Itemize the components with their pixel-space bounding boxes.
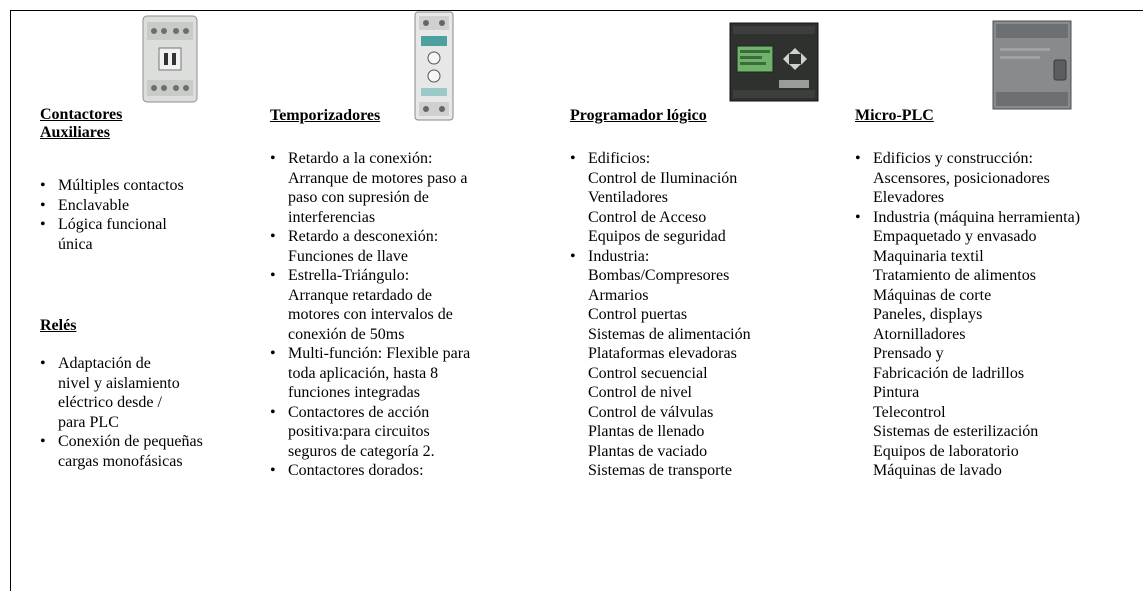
list-item: Fabricación de ladrillos [873,364,1025,382]
list-item: Multi-función: Flexible para [270,344,470,364]
heading-contactores: Contactores Auxiliares [40,106,122,142]
list-item: Sistemas de alimentación [588,325,751,343]
list-item: Tratamiento de alimentos [873,267,1036,284]
list-item: Plantas de llenado [588,423,705,440]
list-item: Sistemas de esterilización [873,423,1039,440]
list-micro-plc: Edificios y construcción: Ascensores, po… [855,149,1080,481]
list-item: toda aplicación, hasta 8 [288,364,439,382]
list-item: Arranque retardado de [288,286,432,304]
list-item: conexión de 50ms [288,325,405,343]
list-item: única [58,235,93,253]
list-item: Máquinas de corte [873,286,992,304]
list-item: positiva:para circuitos [288,423,430,440]
list-item: Enclavable [40,196,184,216]
list-item: interferencias [288,208,376,226]
heading-reles: Relés [40,317,77,334]
list-item: Elevadores [873,189,945,206]
heading-temporizadores: Temporizadores [270,107,381,124]
logic-module-icon [729,22,819,102]
list-item: Sistemas de transporte [588,462,732,479]
list-item: Contactores dorados: [270,461,470,481]
list-item: nivel y aislamiento [58,374,180,392]
list-item: Conexión de pequeñas [40,432,203,452]
list-item: paso con supresión de [288,189,429,206]
list-item: Control de Acceso [588,208,707,226]
list-item: Múltiples contactos [40,176,184,196]
list-item: Arranque de motores paso a [288,169,468,187]
list-temporizadores: Retardo a la conexión: Arranque de motor… [270,149,470,481]
list-contactores: Múltiples contactos Enclavable Lógica fu… [40,176,184,254]
heading-line-1: Contactores [40,106,123,123]
list-item: Ascensores, posicionadores [873,169,1050,187]
list-item: Control de nivel [588,384,692,401]
list-item: Contactores de acción [270,403,470,423]
list-item: Atornilladores [873,325,966,343]
list-item: cargas monofásicas [58,452,183,470]
list-item: Lógica funcional [40,215,184,235]
list-item: Retardo a la conexión: [270,149,470,169]
list-item: Paneles, displays [873,306,983,323]
list-item: Control puertas [588,306,688,323]
timer-relay-icon [414,11,454,121]
list-programador: Edificios: Control de Iluminación Ventil… [570,149,751,481]
list-item: Control secuencial [588,364,708,382]
list-item: Equipos de laboratorio [873,442,1019,460]
list-item: Industria (máquina herramienta) [855,208,1080,228]
list-item: Edificios y construcción: [855,149,1080,169]
list-item: funciones integradas [288,384,420,401]
list-item: Bombas/Compresores [588,267,730,284]
list-item: Plataformas elevadoras [588,345,737,362]
list-item: Estrella-Triángulo: [270,266,470,286]
list-item: Industria: [570,247,751,267]
list-item: Funciones de llave [288,247,408,265]
list-item: eléctrico desde / [58,394,162,411]
heading-programador: Programador lógico [570,107,707,124]
list-item: Máquinas de lavado [873,462,1002,479]
list-item: Plantas de vaciado [588,442,708,460]
list-item: Empaquetado y envasado [873,228,1037,245]
list-item: Pintura [873,384,920,401]
list-item: Equipos de seguridad [588,228,726,245]
contactor-icon [142,15,198,103]
list-item: Prensado y [873,345,944,362]
list-item: seguros de categoría 2. [288,442,435,460]
list-item: Retardo a desconexión: [270,227,470,247]
list-item: Ventiladores [588,189,668,206]
list-item: Maquinaria textil [873,247,984,265]
slide-frame [10,10,1143,591]
list-item: motores con intervalos de [288,306,453,323]
list-item: Armarios [588,286,649,304]
heading-line-2: Auxiliares [40,124,110,141]
list-item: Telecontrol [873,403,946,421]
list-reles: Adaptación de nivel y aislamiento eléctr… [40,354,203,471]
micro-plc-icon [992,20,1072,110]
list-item: Control de Iluminación [588,169,738,187]
list-item: para PLC [58,413,119,431]
heading-micro-plc: Micro-PLC [855,107,934,124]
list-item: Control de válvulas [588,403,714,421]
list-item: Adaptación de [40,354,203,374]
list-item: Edificios: [570,149,751,169]
